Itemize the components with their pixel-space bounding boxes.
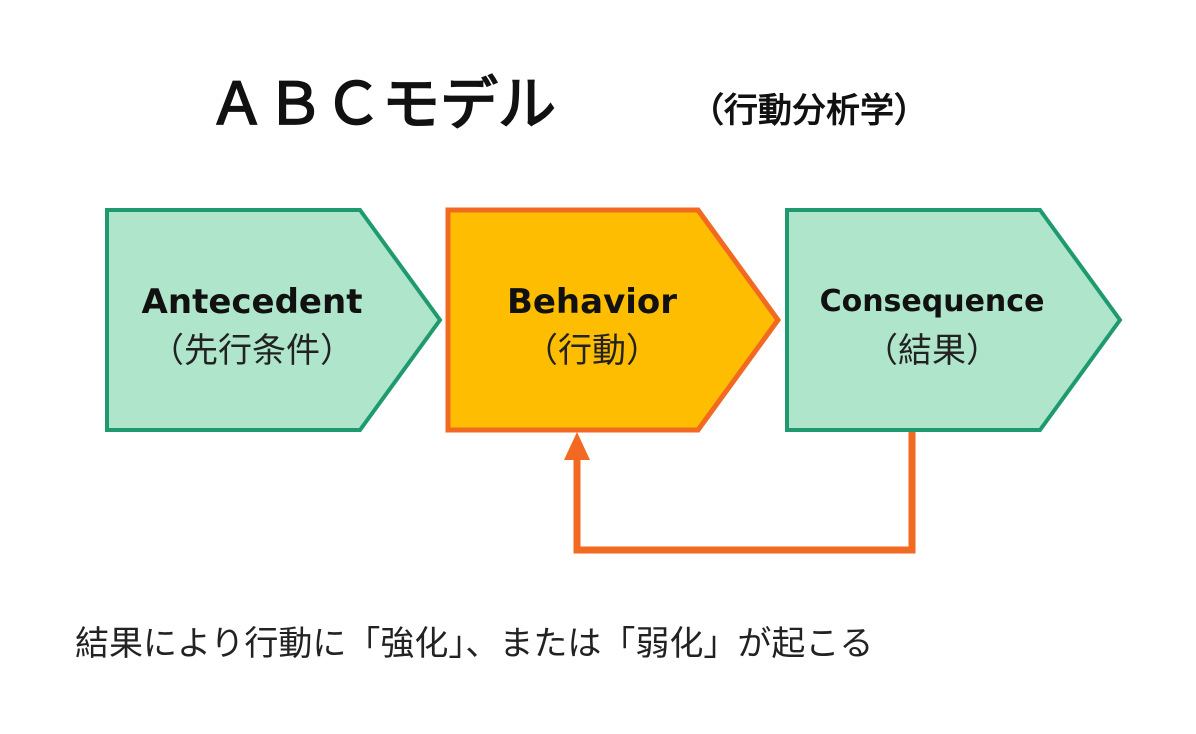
feedback-arrow-head (564, 432, 590, 460)
antecedent-sublabel: （先行条件） (150, 331, 354, 371)
diagram-title: ＡＢＣモデル (208, 70, 556, 138)
antecedent-shape (105, 208, 443, 432)
behavior-box: Behavior （行動） (445, 207, 782, 433)
feedback-arrow-line (573, 432, 916, 554)
consequence-sublabel: （結果） (864, 331, 1000, 371)
consequence-label: Consequence (820, 284, 1045, 319)
diagram-caption: 結果により行動に「強化」、または「弱化」が起こる (75, 624, 873, 664)
diagram-subtitle: （行動分析学） (690, 91, 928, 131)
consequence-box: Consequence （結果） (785, 208, 1123, 432)
feedback-arrow (564, 432, 916, 554)
antecedent-label: Antecedent (142, 282, 363, 322)
behavior-label: Behavior (507, 282, 677, 322)
behavior-shape (445, 207, 782, 433)
antecedent-box: Antecedent （先行条件） (105, 208, 443, 432)
consequence-shape (785, 208, 1123, 432)
behavior-sublabel: （行動） (524, 331, 660, 371)
